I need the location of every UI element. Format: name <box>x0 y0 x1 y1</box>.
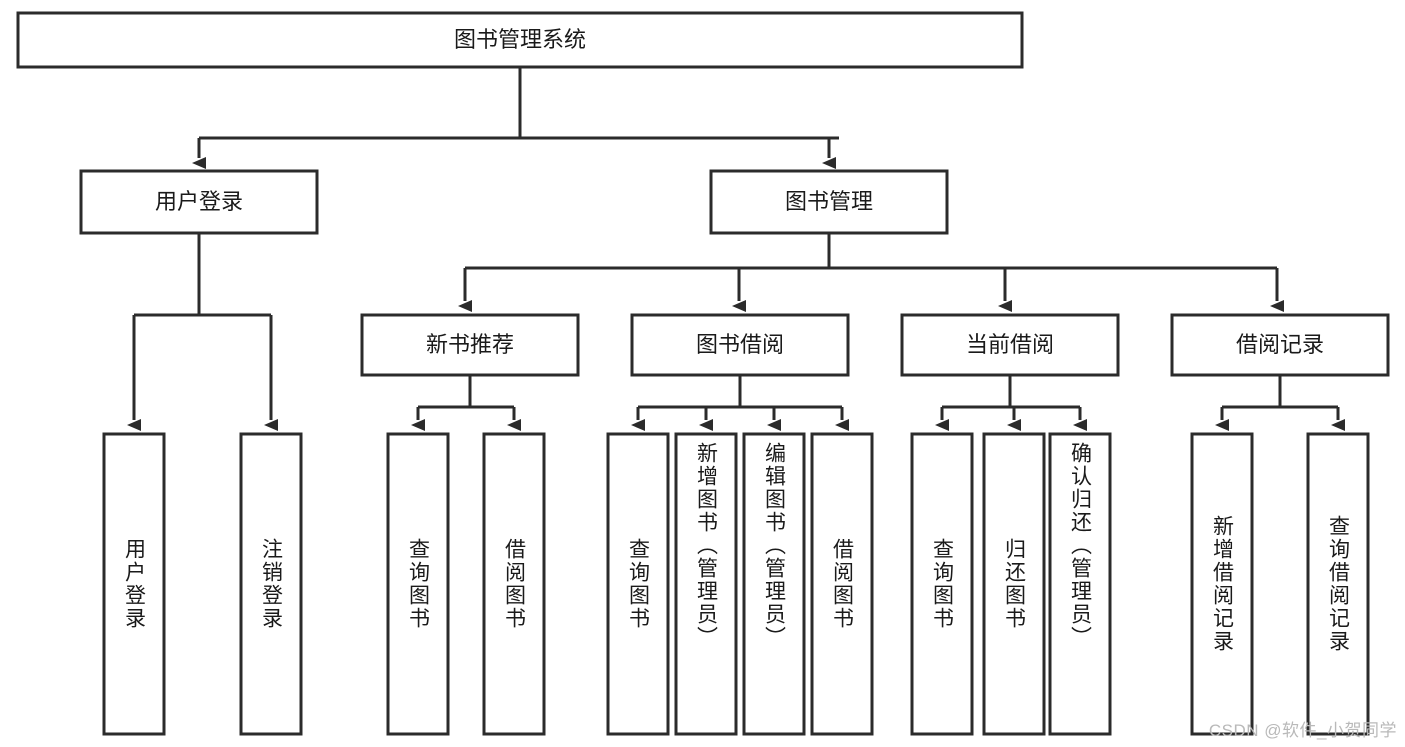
csdn-watermark: CSDN @软件_小贺同学 <box>1208 721 1397 740</box>
node-new-book-recommend[interactable]: 新书推荐 <box>360 313 580 377</box>
node-new-book-recommend-label: 新书推荐 <box>426 332 514 357</box>
node-user-login-rect[interactable] <box>79 169 319 235</box>
node-borrow-record-rect[interactable] <box>1170 313 1390 377</box>
node-current-borrow-label: 当前借阅 <box>966 332 1054 357</box>
leaf-rect-borrow-book-2[interactable] <box>810 432 874 736</box>
leaf-rect-borrow-book-1[interactable] <box>482 432 546 736</box>
leaf-rect-query-record[interactable] <box>1306 432 1370 736</box>
leaf-rect-query-book-2[interactable] <box>606 432 670 736</box>
node-root[interactable]: 图书管理系统 <box>16 11 1024 69</box>
node-root-rect[interactable] <box>16 11 1024 69</box>
node-current-borrow-rect[interactable] <box>900 313 1120 377</box>
node-new-book-recommend-rect[interactable] <box>360 313 580 377</box>
leaf-rect-add-book[interactable] <box>674 432 738 736</box>
node-book-borrow[interactable]: 图书借阅 <box>630 313 850 377</box>
node-book-borrow-rect[interactable] <box>630 313 850 377</box>
node-book-manage-rect[interactable] <box>709 169 949 235</box>
node-user-login-label: 用户登录 <box>155 189 243 214</box>
connector-group-bookborrow-to-leaves <box>631 375 849 431</box>
node-book-manage-label: 图书管理 <box>785 189 873 214</box>
leaf-rect-logout[interactable] <box>239 432 303 736</box>
leaf-rect-query-book-3[interactable] <box>910 432 974 736</box>
leaf-rect-edit-book[interactable] <box>742 432 806 736</box>
leaf-rect-user-login[interactable] <box>102 432 166 736</box>
connector-group-newbook-to-leaves <box>411 375 521 431</box>
connector-group-bookmanage-to-level3 <box>458 233 1284 312</box>
node-current-borrow[interactable]: 当前借阅 <box>900 313 1120 377</box>
node-user-login[interactable]: 用户登录 <box>79 169 319 235</box>
node-book-manage[interactable]: 图书管理 <box>709 169 949 235</box>
node-borrow-record-label: 借阅记录 <box>1236 332 1324 357</box>
leaf-rects <box>102 432 1370 736</box>
leaf-rect-confirm-return[interactable] <box>1048 432 1112 736</box>
connector-group-userlogin-to-leaves <box>127 233 278 431</box>
leaf-rect-return-book[interactable] <box>982 432 1046 736</box>
leaf-rect-query-book-1[interactable] <box>386 432 450 736</box>
connector-group-root-to-level2 <box>192 67 839 169</box>
connector-group-borrowrecord-to-leaves <box>1215 375 1345 431</box>
node-book-borrow-label: 图书借阅 <box>696 332 784 357</box>
node-root-label: 图书管理系统 <box>454 27 586 52</box>
leaf-rect-add-record[interactable] <box>1190 432 1254 736</box>
connector-group-currentborrow-to-leaves <box>935 375 1087 431</box>
node-borrow-record[interactable]: 借阅记录 <box>1170 313 1390 377</box>
